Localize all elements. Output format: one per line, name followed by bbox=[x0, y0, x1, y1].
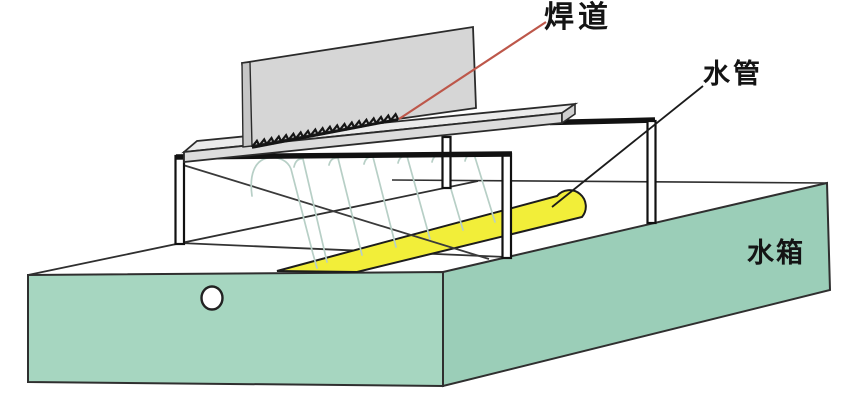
weld-bead bbox=[251, 112, 399, 149]
label-water-pipe: 水管 bbox=[703, 59, 763, 89]
stand-leg-rear-left bbox=[441, 135, 452, 190]
stand-leg-rear-right bbox=[646, 119, 657, 225]
label-weld-bead: 焊道 bbox=[544, 1, 612, 34]
upright-plate-left-edge bbox=[241, 61, 253, 148]
stand-leg-front-left bbox=[174, 154, 186, 246]
stand-leg-front-right bbox=[501, 152, 513, 260]
stand-rail-rear bbox=[549, 117, 656, 126]
stand-diagonal-brace bbox=[182, 164, 490, 260]
spray-line bbox=[293, 158, 328, 263]
label-water-tank: 水箱 bbox=[747, 238, 805, 268]
tank-rim-back-left bbox=[27, 180, 479, 276]
tank-right-face bbox=[442, 181, 832, 388]
tank-rim-back-right bbox=[391, 179, 828, 184]
drain-hole bbox=[200, 285, 224, 311]
water-tank bbox=[27, 179, 832, 388]
tank-front-face bbox=[27, 270, 444, 388]
base-plate-end-face bbox=[561, 102, 576, 125]
weld-leader-line bbox=[398, 21, 547, 120]
weld-bead-zigzag bbox=[251, 112, 399, 148]
pipe-leader-line bbox=[551, 85, 704, 208]
stand-bottom-stretcher bbox=[179, 242, 507, 258]
upright-plate bbox=[241, 25, 477, 148]
